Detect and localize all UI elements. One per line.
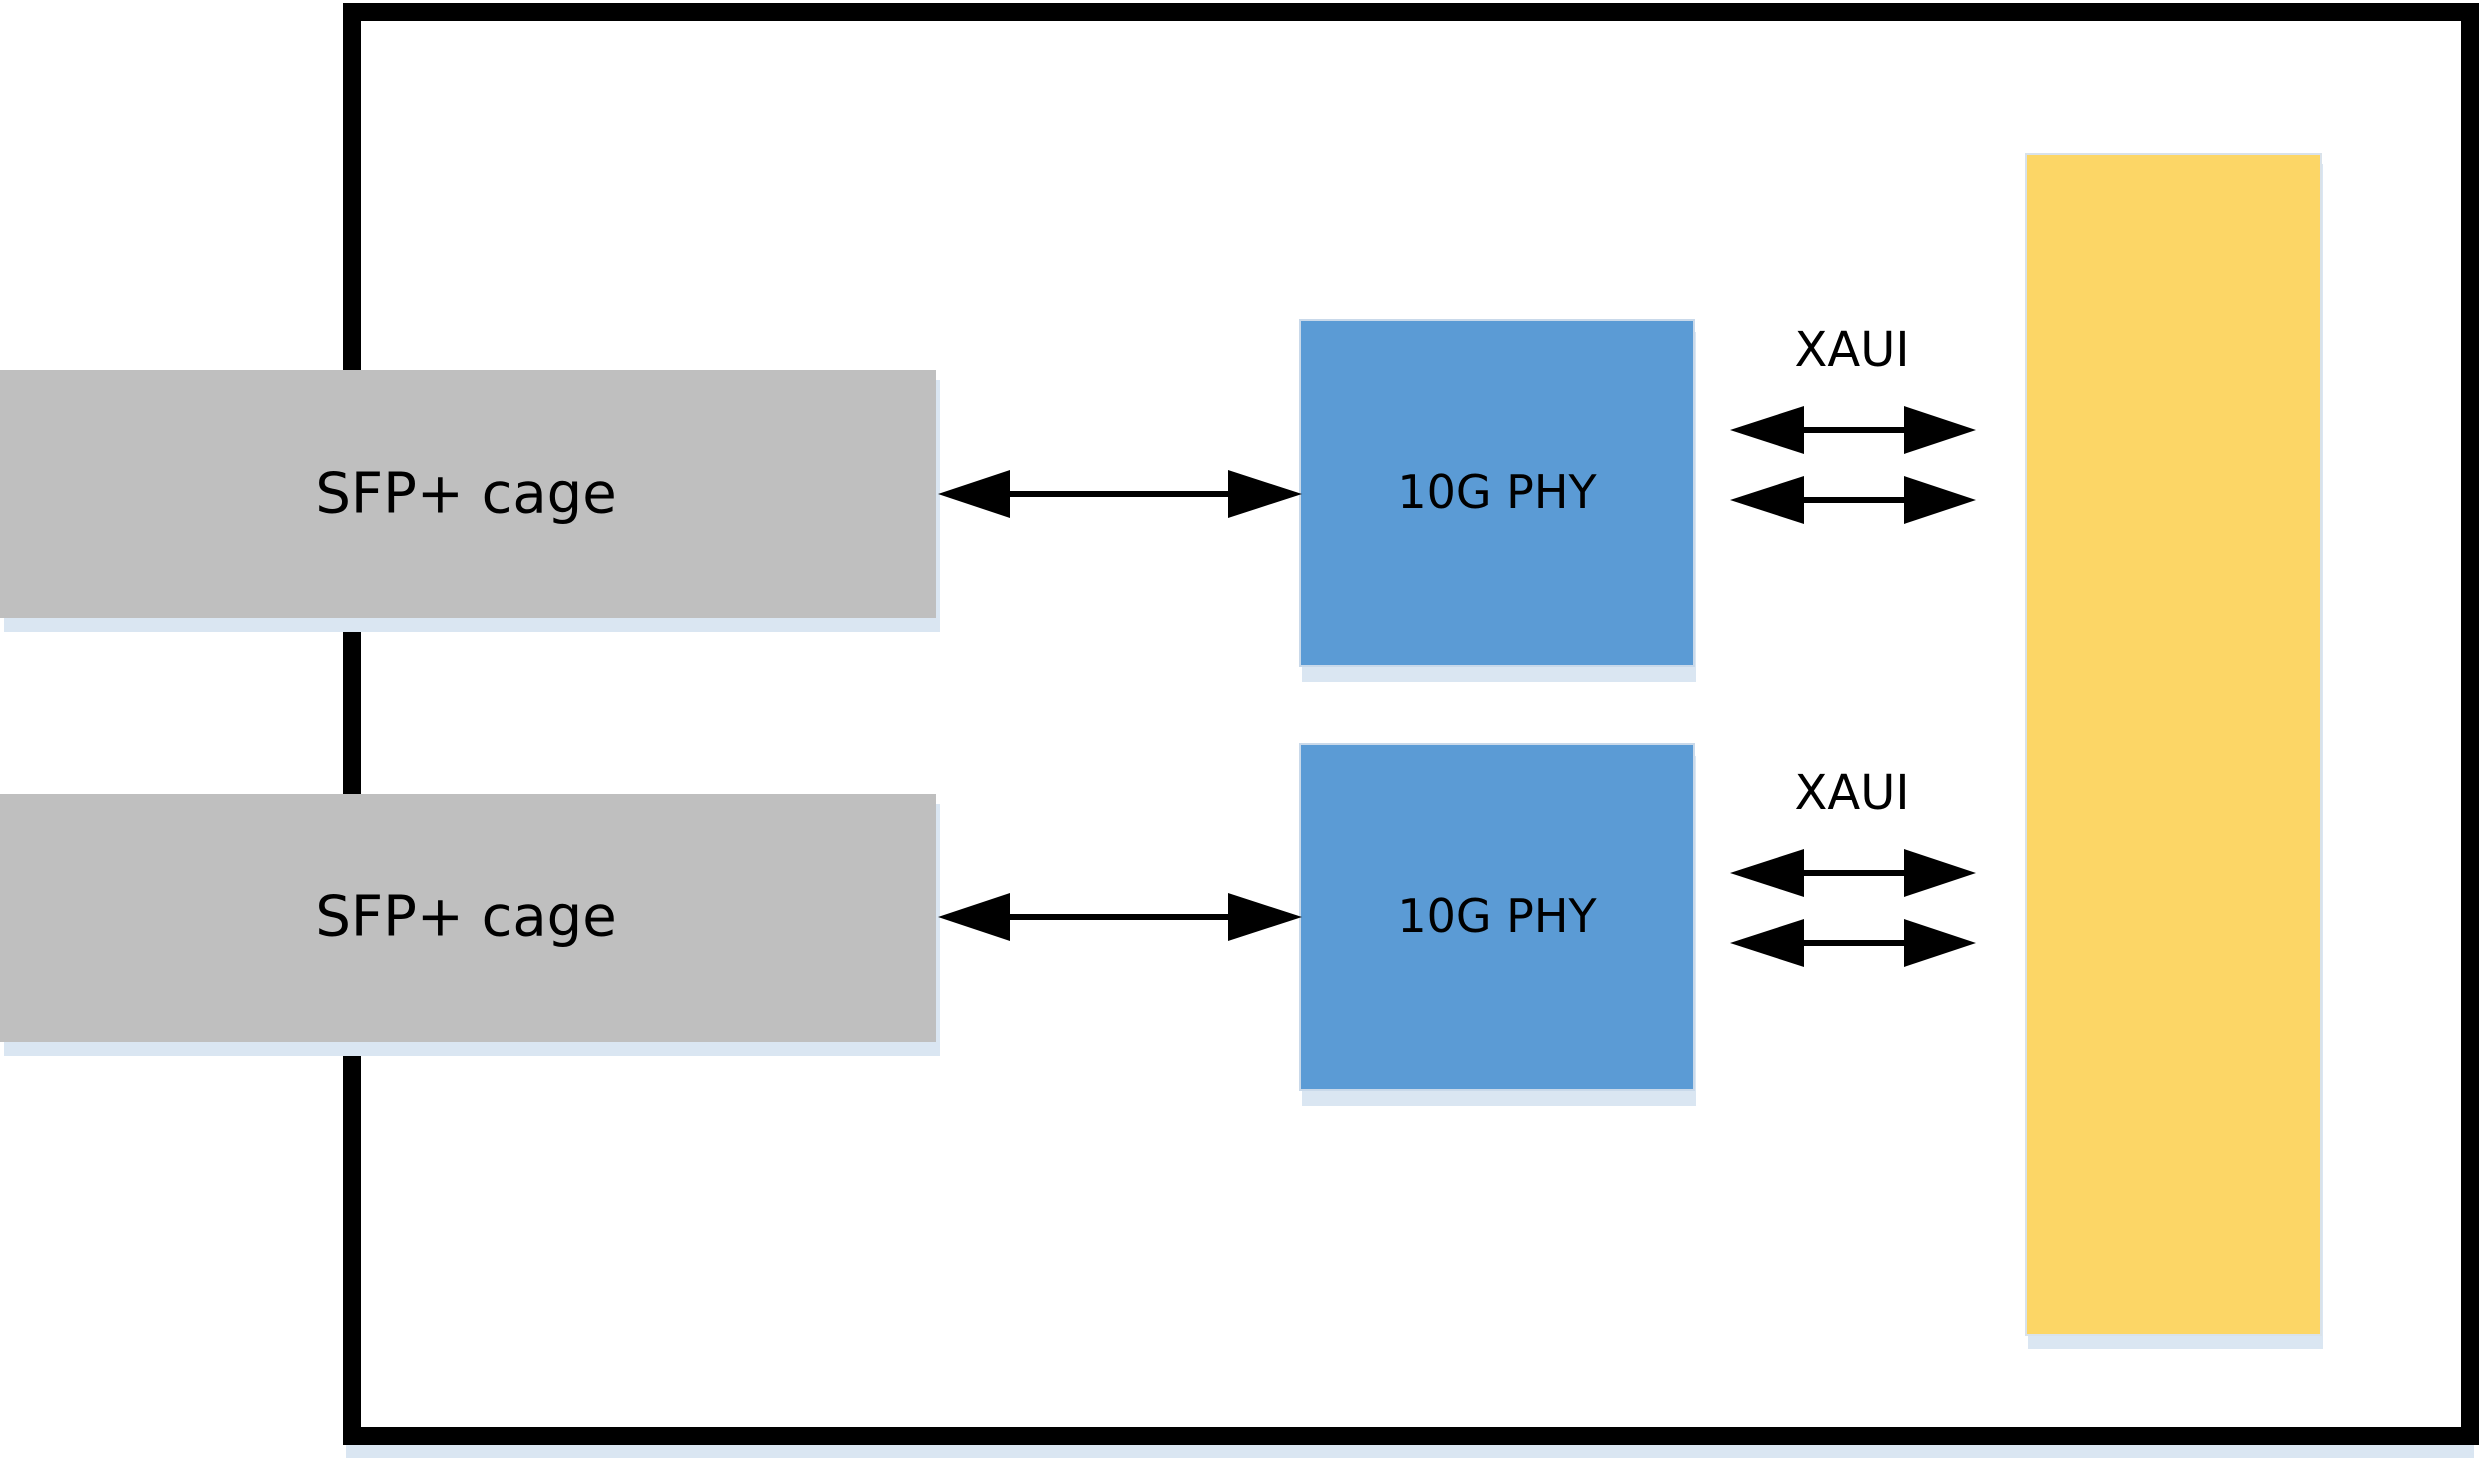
phy-1-label: 10G PHY bbox=[1397, 465, 1597, 519]
phy-1-rect bbox=[1299, 319, 1695, 667]
sfp-cage-1: SFP+ cage bbox=[0, 370, 940, 632]
fpga-block-rect bbox=[2025, 153, 2322, 1336]
arrowhead-right-icon bbox=[1904, 476, 1976, 524]
sfp-phy-link-2 bbox=[938, 893, 1302, 941]
phy-1: 10G PHY bbox=[1299, 319, 1696, 682]
arrowhead-left-icon bbox=[1730, 406, 1804, 454]
arrowhead-left-icon bbox=[938, 470, 1010, 518]
channel-1: SFP+ cage 10G PHY XAUI bbox=[0, 319, 1976, 682]
xaui-2-label: XAUI bbox=[1794, 765, 1909, 821]
phy-2-label: 10G PHY bbox=[1397, 889, 1597, 943]
arrowhead-right-icon bbox=[1228, 893, 1302, 941]
arrowhead-right-icon bbox=[1228, 470, 1302, 518]
channel-2: SFP+ cage 10G PHY XAUI bbox=[0, 743, 1976, 1106]
arrowhead-right-icon bbox=[1904, 406, 1976, 454]
xaui-link-1: XAUI bbox=[1730, 322, 1976, 524]
arrowhead-left-icon bbox=[1730, 849, 1804, 897]
arrowhead-left-icon bbox=[938, 893, 1010, 941]
sfp-cage-1-label: SFP+ cage bbox=[315, 462, 616, 527]
sfp-cage-1-rect bbox=[0, 370, 936, 618]
xaui-link-2: XAUI bbox=[1730, 765, 1976, 967]
arrowhead-left-icon bbox=[1730, 919, 1804, 967]
sfp-cage-2-label: SFP+ cage bbox=[315, 885, 616, 950]
arrowhead-right-icon bbox=[1904, 849, 1976, 897]
sfp-cage-2-rect bbox=[0, 794, 936, 1042]
arrowhead-right-icon bbox=[1904, 919, 1976, 967]
phy-2: 10G PHY bbox=[1299, 743, 1696, 1106]
fpga-block bbox=[2025, 153, 2323, 1349]
phy-2-rect bbox=[1299, 743, 1695, 1091]
xaui-1-label: XAUI bbox=[1794, 322, 1909, 378]
arrowhead-left-icon bbox=[1730, 476, 1804, 524]
sfp-cage-2: SFP+ cage bbox=[0, 794, 940, 1056]
sfp-phy-link-1 bbox=[938, 470, 1302, 518]
